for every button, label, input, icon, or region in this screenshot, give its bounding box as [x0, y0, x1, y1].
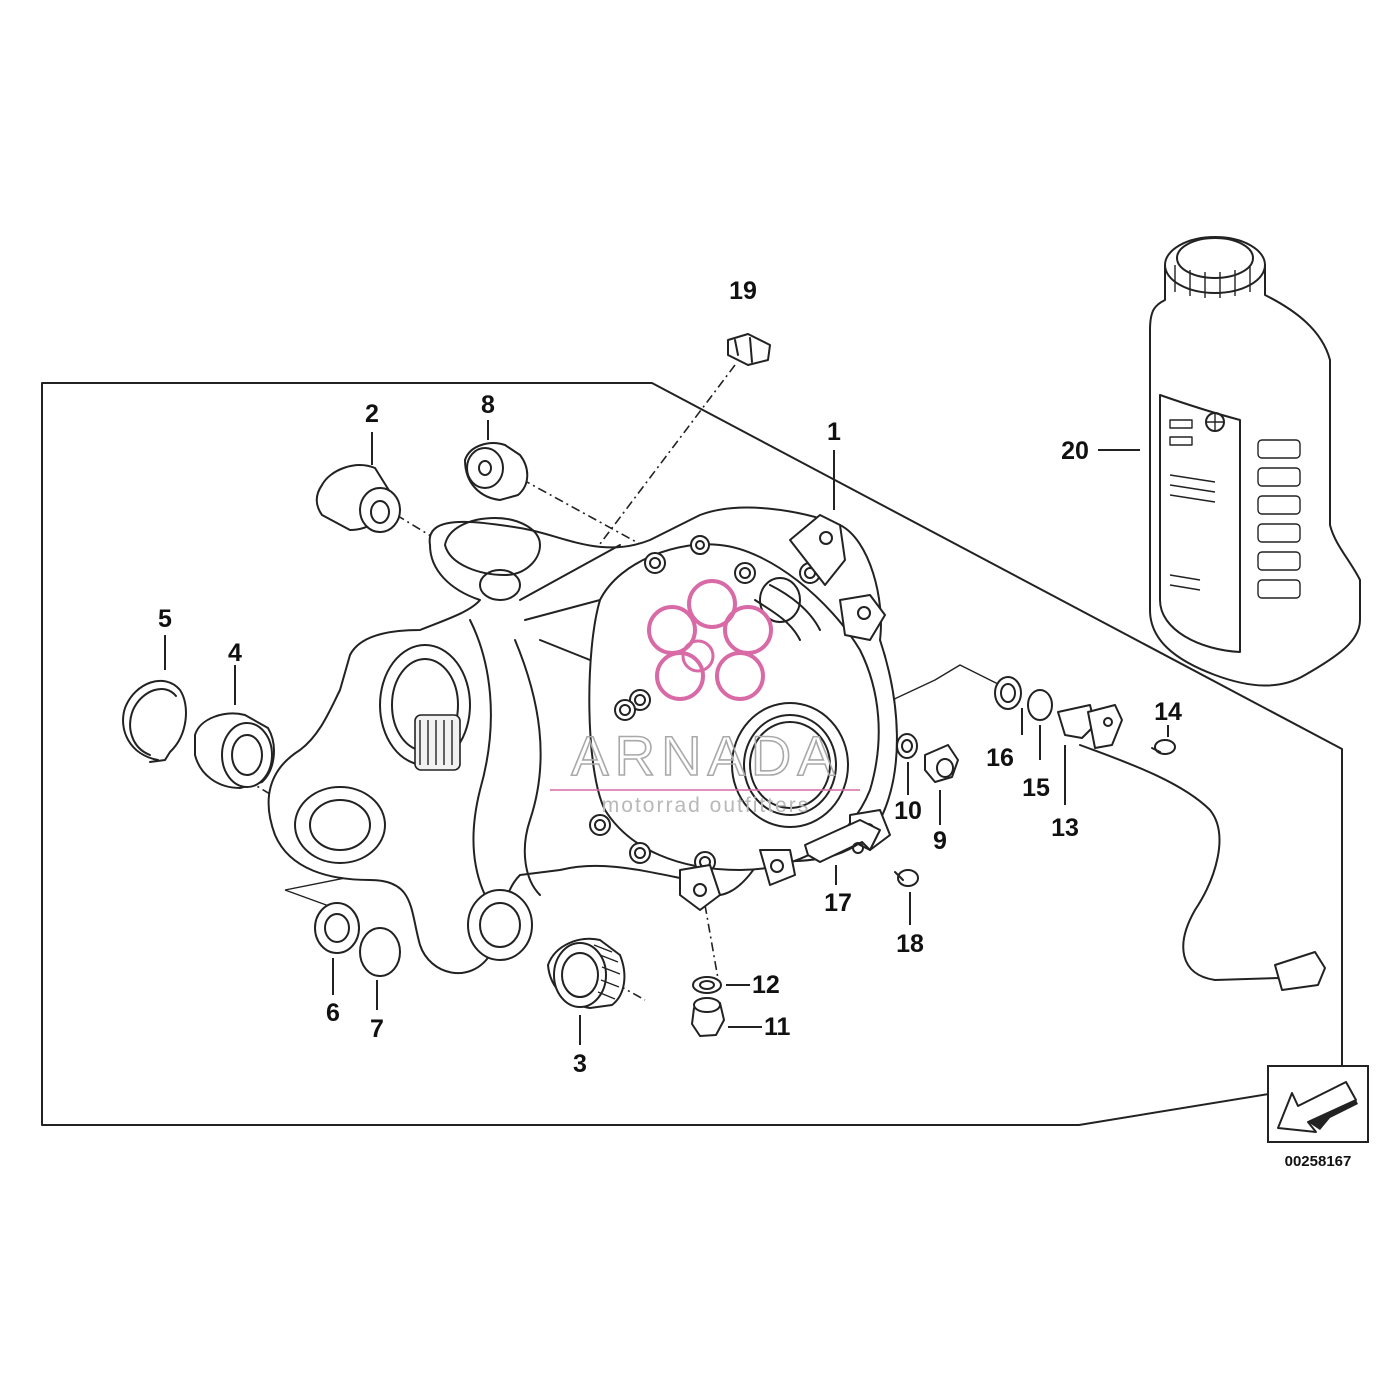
screw-part-14	[1151, 739, 1176, 755]
label-part-18: 18	[896, 930, 924, 958]
label-part-7: 7	[370, 1015, 384, 1043]
label-part-3: 3	[573, 1050, 587, 1078]
circlip-part-5	[122, 680, 187, 763]
filler-plug-part-9	[924, 744, 959, 783]
o-ring-part-16	[994, 676, 1022, 710]
seal-part-6	[314, 902, 360, 954]
label-part-13: 13	[1051, 814, 1079, 842]
label-part-9: 9	[933, 827, 947, 855]
needle-bearing-part-3	[547, 937, 626, 1009]
label-part-19: 19	[729, 277, 757, 305]
final-drive-housing	[267, 506, 898, 974]
watermark-subtitle: motorrad outfitters	[602, 794, 810, 817]
washer-part-10	[896, 733, 918, 759]
roundel-logo-icon	[1205, 412, 1225, 432]
speed-sensor-part-13	[1057, 704, 1326, 991]
washer-part-12	[692, 976, 722, 994]
label-part-8: 8	[481, 391, 495, 419]
part-labels: 1 2 3 4 5 6 7 8 9 10 11 12 13 14 15 16 1…	[158, 277, 1182, 1078]
label-part-1: 1	[827, 418, 841, 446]
bushing-part-2	[315, 464, 401, 533]
rubber-mount-part-8	[464, 442, 529, 501]
label-part-17: 17	[824, 889, 852, 917]
label-part-14: 14	[1154, 698, 1182, 726]
clip-part-19	[727, 333, 771, 366]
catalog-number: 00258167	[1285, 1153, 1352, 1170]
label-part-12: 12	[752, 971, 780, 999]
oil-bottle-part-20	[1149, 236, 1361, 687]
o-ring-part-7	[359, 927, 401, 977]
label-part-15: 15	[1022, 774, 1050, 802]
o-ring-part-15	[1027, 689, 1053, 721]
label-part-16: 16	[986, 744, 1014, 772]
screw-part-18	[894, 869, 919, 887]
bracket-part-17	[804, 819, 881, 863]
label-part-6: 6	[326, 999, 340, 1027]
label-part-20: 20	[1061, 437, 1089, 465]
watermark-logo-icon	[647, 579, 773, 701]
watermark: ARNADA motorrad outfitters	[550, 579, 860, 817]
label-part-5: 5	[158, 605, 172, 633]
direction-arrow-icon	[1267, 1065, 1369, 1143]
watermark-title: ARNADA	[571, 724, 840, 787]
label-part-4: 4	[228, 639, 242, 667]
bearing-part-4	[194, 712, 275, 789]
leader-lines	[164, 420, 1169, 1045]
label-part-10: 10	[894, 797, 922, 825]
drain-plug-part-11	[691, 997, 725, 1037]
label-part-2: 2	[365, 400, 379, 428]
label-part-11: 11	[764, 1013, 791, 1041]
